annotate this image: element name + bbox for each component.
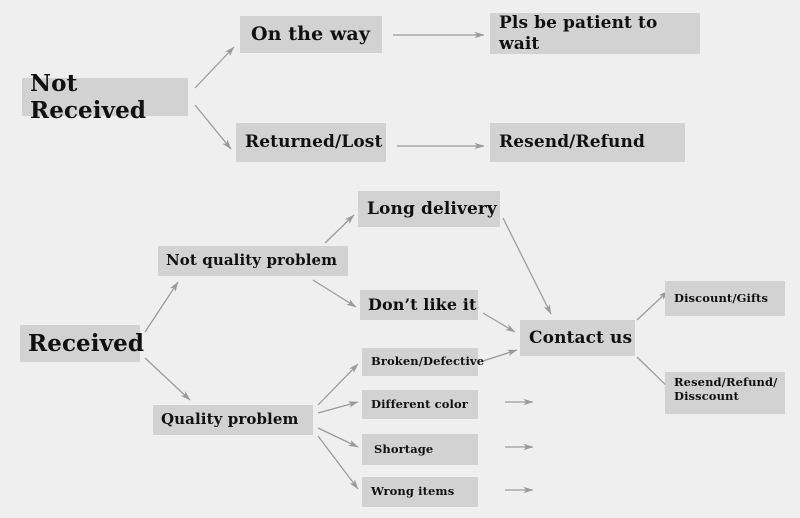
- edge-dont-like-it-to-contact-us: [482, 312, 516, 333]
- edge-quality-problem-to-different-color: [317, 401, 359, 414]
- node-discount-gifts[interactable]: Discount/Gifts: [665, 281, 785, 316]
- edge-broken-defective-to-contact-us: [482, 349, 518, 362]
- edge-contact-us-to-discount-gifts: [636, 290, 669, 321]
- node-long-delivery[interactable]: Long delivery: [358, 191, 500, 227]
- node-received[interactable]: Received: [20, 325, 144, 362]
- node-quality-problem[interactable]: Quality problem: [153, 405, 313, 435]
- edge-not-received-to-on-the-way: [194, 46, 235, 89]
- edge-received-to-quality-problem: [144, 357, 191, 401]
- edge-received-to-not-quality-problem: [144, 281, 179, 333]
- node-pls-be-patient-to-wait[interactable]: Pls be patient to wait: [490, 13, 700, 54]
- node-different-color[interactable]: Different color: [362, 390, 478, 419]
- edge-not-quality-problem-to-dont-like-it: [312, 279, 357, 308]
- node-dont-like-it[interactable]: Don’t like it: [360, 290, 478, 320]
- node-broken-defective[interactable]: Broken/Defective: [362, 348, 484, 376]
- node-contact-us[interactable]: Contact us: [520, 320, 635, 356]
- edge-long-delivery-to-contact-us: [502, 217, 552, 315]
- node-returned-lost[interactable]: Returned/Lost: [236, 123, 386, 162]
- edge-not-quality-problem-to-long-delivery: [324, 214, 355, 244]
- node-resend-refund-disscount[interactable]: Resend/Refund/ Disscount: [665, 372, 785, 414]
- node-on-the-way[interactable]: On the way: [240, 16, 382, 53]
- node-wrong-items[interactable]: Wrong items: [362, 477, 478, 507]
- edge-quality-problem-to-shortage: [317, 427, 359, 448]
- node-not-quality-problem[interactable]: Not quality problem: [158, 246, 348, 276]
- node-resend-refund[interactable]: Resend/Refund: [490, 123, 685, 162]
- edge-quality-problem-to-broken-defective: [317, 363, 359, 406]
- edge-not-received-to-returned-lost: [194, 104, 232, 150]
- node-shortage[interactable]: Shortage: [362, 434, 478, 465]
- edge-quality-problem-to-wrong-items: [317, 435, 359, 490]
- node-not-received[interactable]: Not Received: [22, 70, 188, 124]
